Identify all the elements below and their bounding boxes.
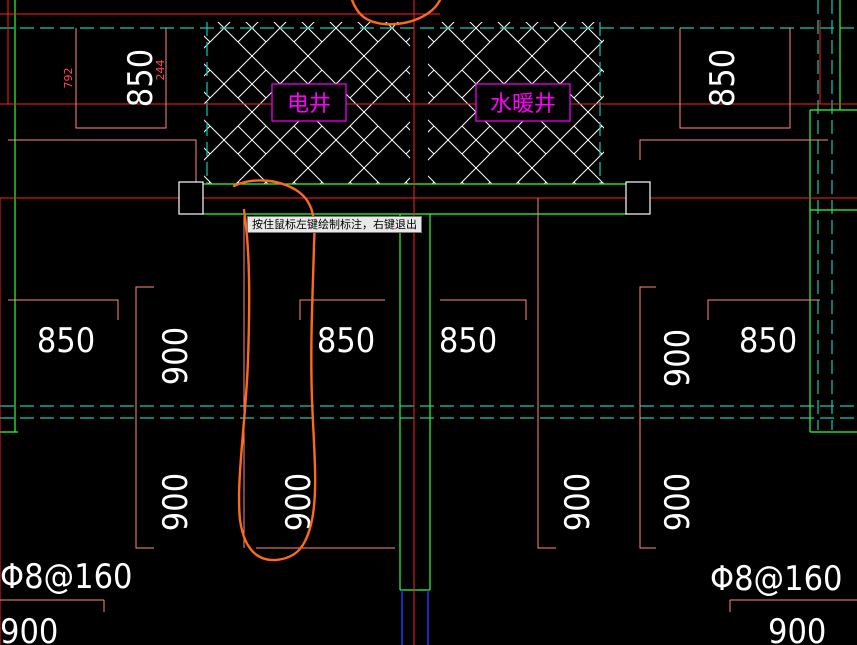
rebar-annotation-right[interactable]: Φ8@160 (710, 559, 843, 599)
dim-900-lower-1[interactable]: 900 (156, 473, 196, 531)
shaft-label-boxes (271, 83, 571, 122)
plumbing-shaft-label: 水暖井 (490, 92, 556, 117)
rebar-annotation-left[interactable]: Φ8@160 (0, 557, 133, 597)
command-tooltip: 按住鼠标左键绘制标注，右键退出 (247, 216, 422, 233)
dim-bottom-left-900[interactable]: 900 (0, 612, 58, 645)
electric-shaft-label: 电井 (287, 92, 331, 117)
dim-top-left-small-b[interactable]: 244 (154, 60, 167, 81)
dim-mid-850-1[interactable]: 850 (37, 321, 95, 361)
dim-mid-850-3[interactable]: 850 (439, 321, 497, 361)
dim-mid-850-2[interactable]: 850 (317, 321, 375, 361)
freehand-markup (232, 0, 442, 562)
dashed-grid-lines (0, 0, 857, 430)
dim-900-upper-left[interactable]: 900 (156, 327, 196, 385)
dim-900-lower-4[interactable]: 900 (658, 473, 698, 531)
column-stub (401, 590, 429, 645)
dim-bottom-right-900[interactable]: 900 (768, 612, 826, 645)
column-boxes (178, 181, 651, 215)
dimension-lines (0, 28, 857, 612)
dim-900-lower-2[interactable]: 900 (279, 473, 319, 531)
dim-900-lower-3[interactable]: 900 (558, 473, 598, 531)
dim-top-right-vertical[interactable]: 850 (703, 49, 743, 107)
dim-900-upper-right[interactable]: 900 (658, 329, 698, 387)
dim-top-left-vertical[interactable]: 850 (121, 49, 161, 107)
dim-mid-850-4[interactable]: 850 (739, 321, 797, 361)
wall-lines (0, 0, 857, 591)
dim-top-left-small[interactable]: 792 (62, 68, 75, 89)
